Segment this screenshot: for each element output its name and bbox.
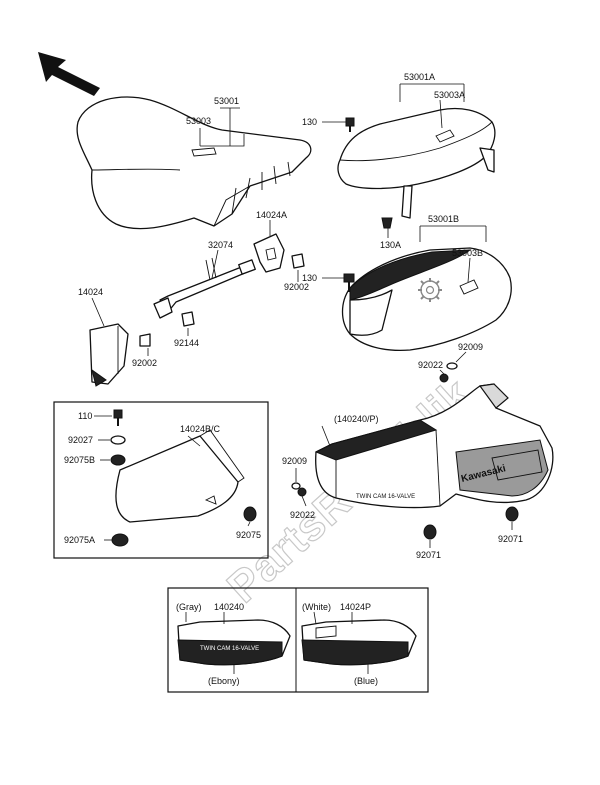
label-92009-right: 92009	[458, 342, 483, 352]
label-92002-left: 92002	[132, 358, 157, 368]
label-130A: 130A	[380, 240, 401, 250]
label-53003A: 53003A	[434, 90, 465, 100]
label-92002-right: 92002	[284, 282, 309, 292]
label-ebony: (Ebony)	[208, 676, 240, 686]
leader-lines	[91, 83, 513, 674]
label-14024BC: 14024B/C	[180, 424, 221, 434]
side-cover-14024	[89, 323, 129, 387]
label-92009-left: 92009	[282, 456, 307, 466]
bracket-14024A	[253, 233, 285, 273]
label-53001B: 53001B	[428, 214, 459, 224]
label-gray: (Gray)	[176, 602, 202, 612]
label-53001: 53001	[214, 96, 239, 106]
label-92022-right: 92022	[418, 360, 443, 370]
rear-seat	[337, 107, 496, 219]
color-variants-inset: TWIN CAM 16-VALVE	[167, 587, 429, 693]
label-14024P: 14024P	[340, 602, 371, 612]
label-140240P: (140240/P)	[334, 414, 379, 424]
label-92075A: 92075A	[64, 535, 95, 545]
label-53003B: 53003B	[452, 248, 483, 258]
label-92071-left: 92071	[416, 550, 441, 560]
label-92144: 92144	[174, 338, 199, 348]
label-53003: 53003	[186, 116, 211, 126]
gear-watermark-icon	[418, 278, 442, 302]
label-14024A: 14024A	[256, 210, 287, 220]
label-white: (White)	[302, 602, 331, 612]
part-labels: 53001 53003 53001A 53003A 130 130A 14024…	[64, 72, 523, 686]
label-110: 110	[78, 411, 92, 421]
label-92071-right: 92071	[498, 534, 523, 544]
label-blue: (Blue)	[354, 676, 378, 686]
tail-cowl: Kawasaki TWIN CAM 16-VALVE	[314, 383, 554, 509]
twin-cam-small-text: TWIN CAM 16-VALVE	[200, 646, 259, 652]
twin-cam-text: TWIN CAM 16-VALVE	[356, 494, 415, 500]
label-92027: 92027	[68, 435, 93, 445]
main-seat	[76, 96, 312, 230]
front-direction-arrow-icon	[38, 52, 100, 96]
label-32074: 32074	[208, 240, 233, 250]
label-92022-left: 92022	[290, 510, 315, 520]
seat-cover	[341, 247, 512, 352]
label-92075: 92075	[236, 530, 261, 540]
label-53001A: 53001A	[404, 72, 435, 82]
label-92075B: 92075B	[64, 455, 95, 465]
label-130-top: 130	[302, 117, 317, 127]
label-14024: 14024	[78, 287, 103, 297]
label-130-mid: 130	[302, 273, 317, 283]
inset-box-14024BC	[53, 401, 269, 559]
label-140240: 140240	[214, 602, 244, 612]
bracket-32074	[153, 257, 256, 319]
